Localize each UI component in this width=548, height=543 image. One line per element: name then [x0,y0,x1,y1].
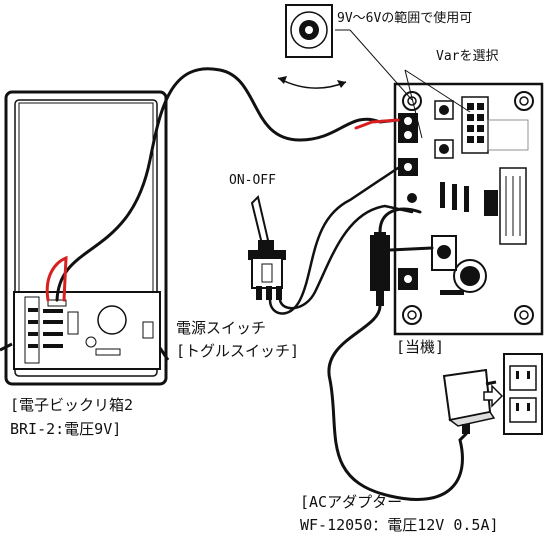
dc-jack [370,232,390,306]
bri2-pcb [14,292,160,369]
toggle-switch [248,197,286,300]
leader-line-pot [350,30,412,100]
bri2-box-label: [電子ビックリ箱2 [10,397,133,414]
wall-outlet [504,354,542,434]
on-off-label: ON-OFF [229,174,276,189]
adapter-spec-label: WF-12050：電圧12V 0.5A] [300,517,499,534]
bri2-box [0,92,168,384]
bri2-voltage-label: BRI-2:電圧9V] [10,421,121,438]
this-unit-label: [当機] [396,339,444,356]
main-pcb [395,84,542,334]
curved-double-arrow-icon [278,76,346,88]
adapter-label: [ACアダプター [300,494,402,511]
var-select-label: Varを選択 [436,50,498,65]
red-wire-pcb [356,120,398,128]
voltage-range-label: 9V～6Vの範囲で使用可 [337,12,472,27]
toggle-switch-label: [トグルスイッチ] [176,343,299,360]
ac-adapter [444,370,498,434]
power-switch-label: 電源スイッチ [176,320,266,337]
